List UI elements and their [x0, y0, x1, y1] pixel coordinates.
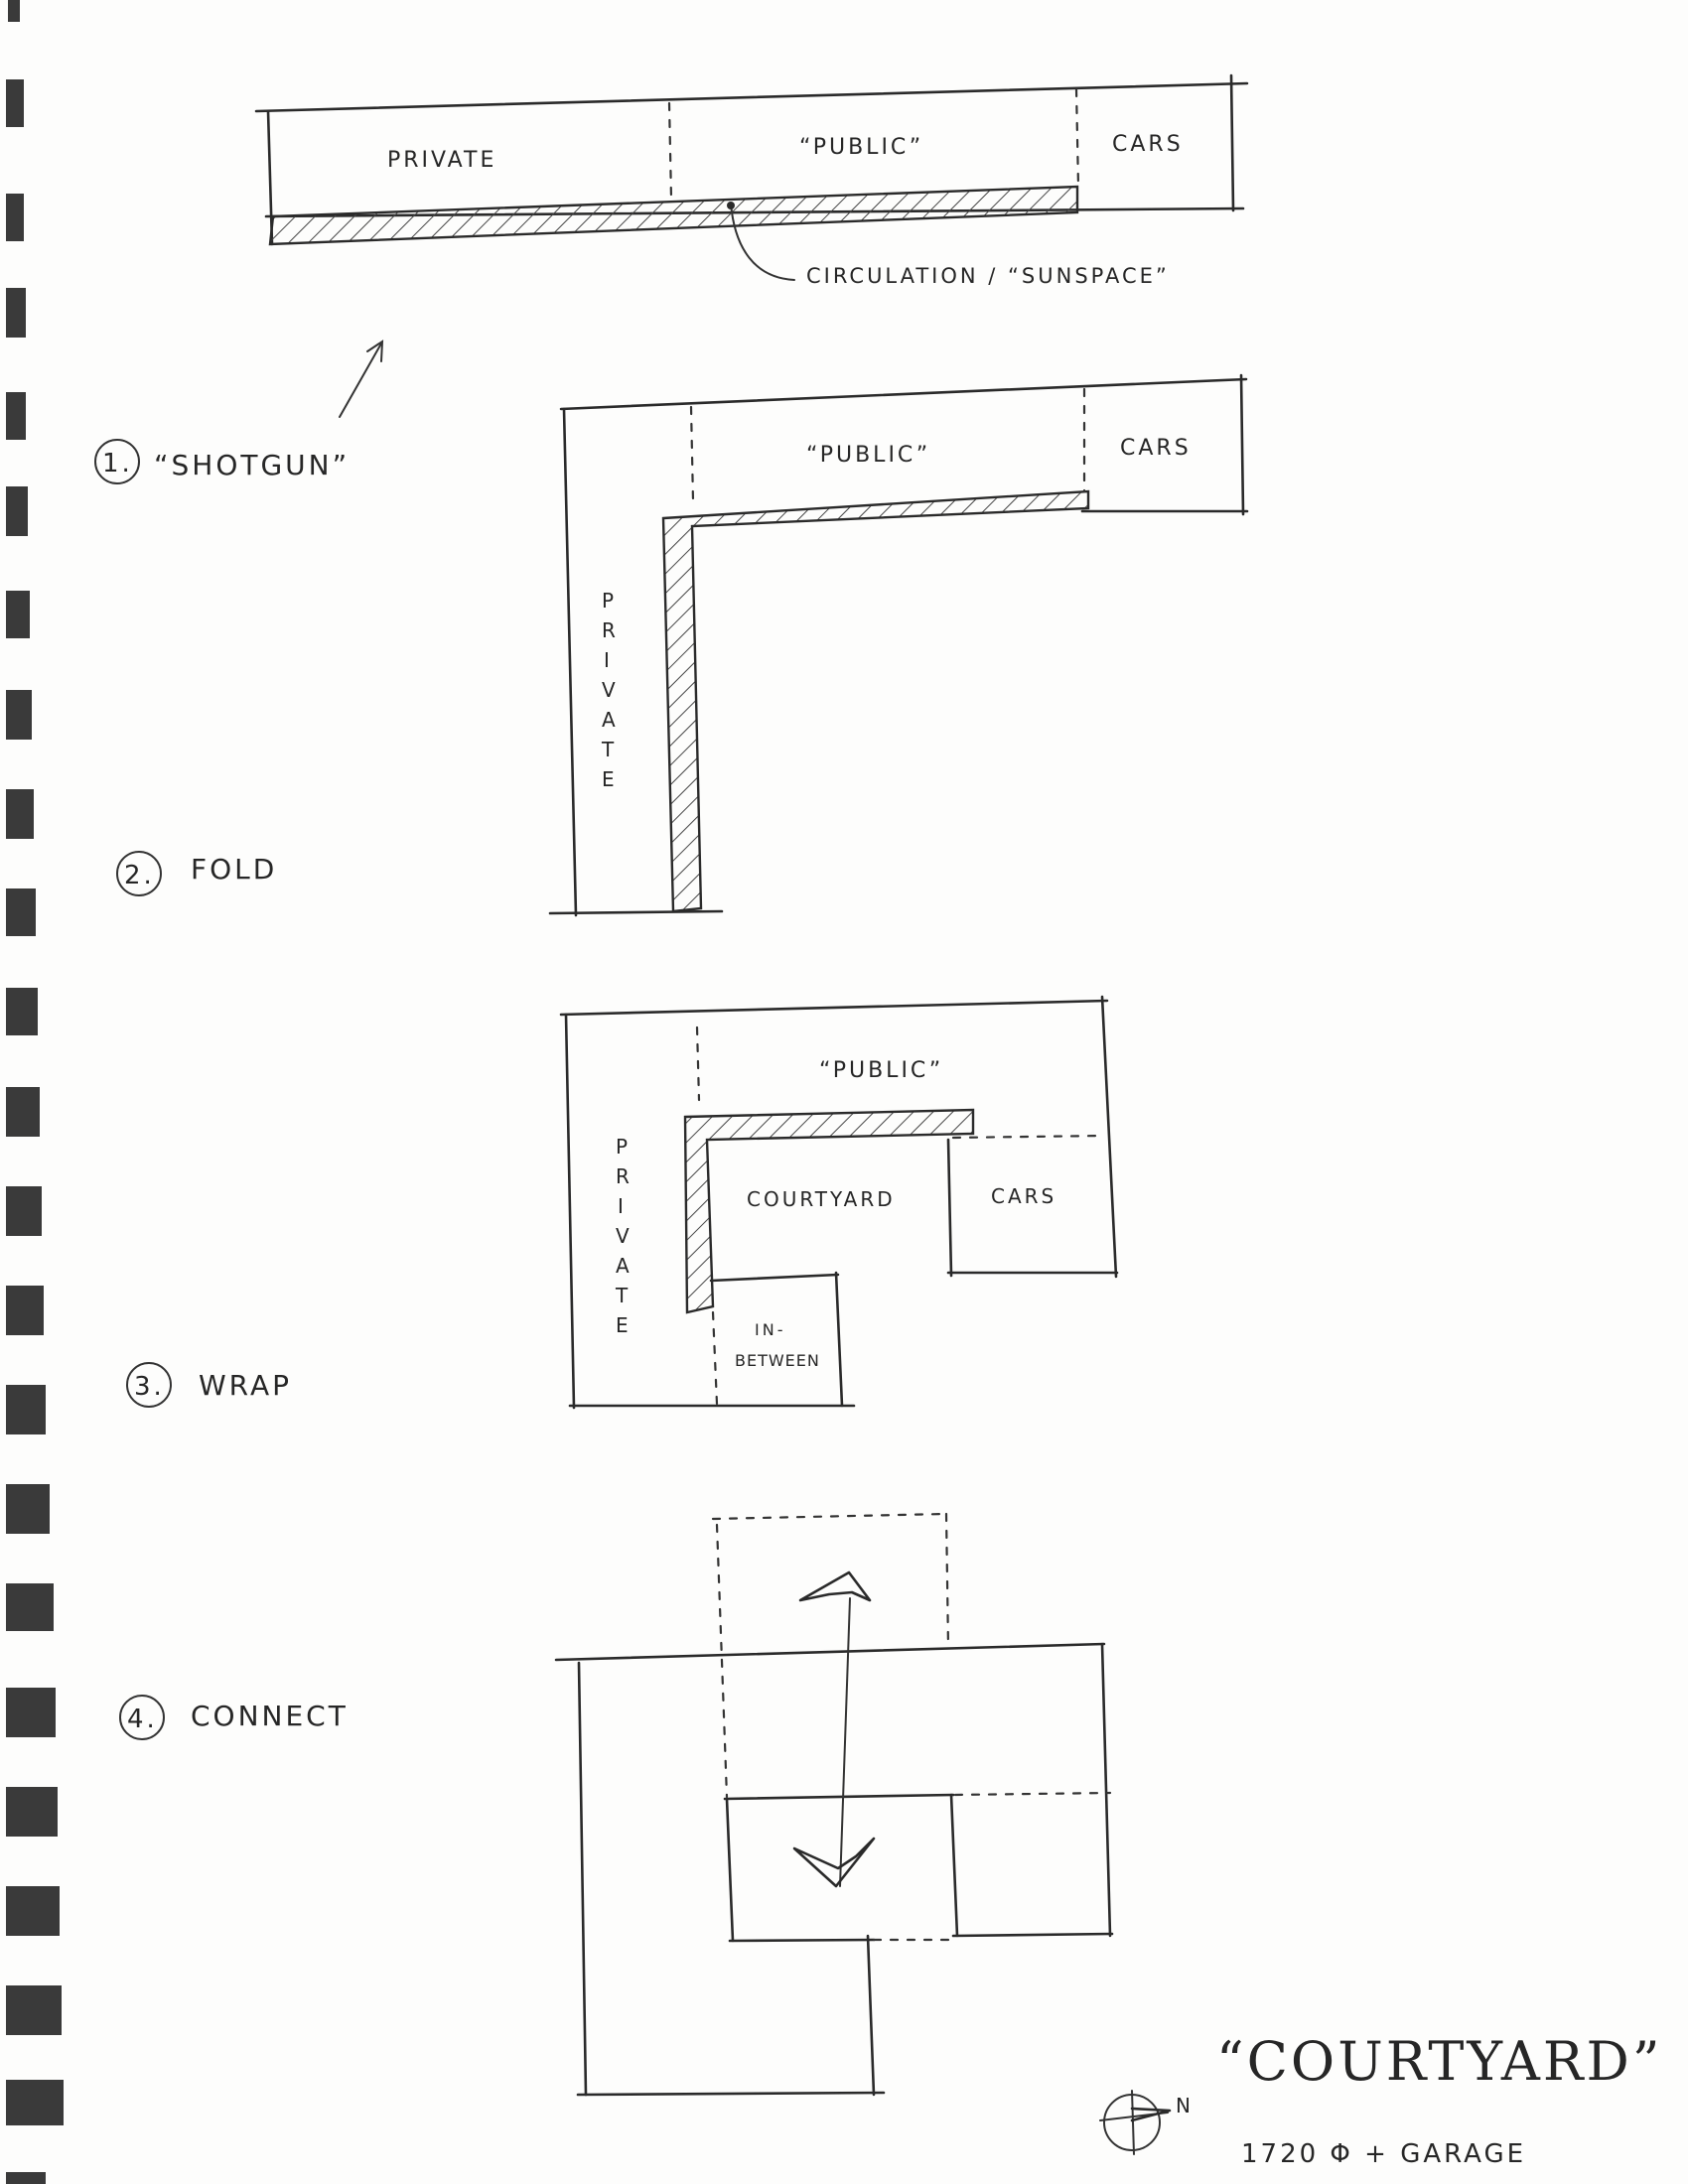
zone-courtyard-label: COURTYARD [747, 1187, 896, 1211]
zone-public-label-2: “PUBLIC” [806, 443, 930, 468]
diagram-shotgun [254, 73, 1249, 418]
private-letter-3-p: P [616, 1135, 631, 1159]
step-2-label: 2. FOLD [116, 851, 277, 896]
private-letter-2-r: R [602, 618, 619, 642]
zone-public-label-1: “PUBLIC” [799, 135, 923, 160]
private-letter-3-t: T [615, 1284, 631, 1307]
zone-private-label-3: P R I V A T E [615, 1135, 633, 1337]
diagram-wrap [559, 995, 1119, 1410]
zone-cars-label-2: CARS [1120, 436, 1192, 461]
step-number-circle [126, 1362, 172, 1408]
private-letter-3-i: I [618, 1194, 627, 1218]
step-name: WRAP [199, 1369, 292, 1402]
step-number-circle [119, 1695, 165, 1740]
private-letter-2-t: T [601, 738, 617, 761]
step-4-label: 4. CONNECT [119, 1695, 349, 1740]
private-letter-3-e: E [616, 1313, 632, 1337]
title-subtitle: 1720 Φ + GARAGE [1241, 2139, 1526, 2169]
step-number: 3. [134, 1372, 165, 1402]
zone-cars-label-3: CARS [991, 1184, 1056, 1208]
zone-private-label-2: P R I V A T E [601, 589, 619, 791]
step-1-label: 1. “SHOTGUN” [94, 439, 350, 484]
step-number: 4. [127, 1705, 158, 1734]
step-name: CONNECT [191, 1700, 349, 1732]
step-number-circle [116, 851, 162, 896]
private-letter-2-i: I [604, 648, 613, 672]
zone-public-label-3: “PUBLIC” [819, 1058, 943, 1083]
private-letter-2-e: E [602, 767, 618, 791]
title-courtyard: “COURTYARD” [1216, 2030, 1662, 2093]
diagram-fold [548, 373, 1249, 917]
circulation-label: CIRCULATION / “SUNSPACE” [806, 264, 1170, 288]
private-letter-2-p: P [602, 589, 617, 613]
zone-private-label-1: PRIVATE [387, 148, 496, 173]
north-label: N [1176, 2094, 1194, 2117]
private-letter-3-a: A [616, 1254, 633, 1278]
north-arrow-icon [1099, 2090, 1172, 2155]
zone-inbetween-label-1: IN- [755, 1320, 785, 1339]
private-letter-2-v: V [602, 678, 619, 702]
zone-cars-label-1: CARS [1112, 132, 1184, 157]
private-letter-3-v: V [616, 1224, 633, 1248]
diagram-connect [554, 1512, 1114, 2097]
step-number: 1. [102, 449, 133, 478]
spiral-binding [6, 0, 64, 2184]
step-number: 2. [124, 861, 155, 890]
private-letter-2-a: A [602, 708, 619, 732]
step-name: “SHOTGUN” [154, 449, 350, 481]
private-letter-3-r: R [616, 1164, 633, 1188]
step-number-circle [94, 439, 140, 484]
zone-inbetween-label-2: BETWEEN [735, 1351, 820, 1370]
step-3-label: 3. WRAP [126, 1362, 292, 1408]
step-name: FOLD [191, 853, 277, 886]
